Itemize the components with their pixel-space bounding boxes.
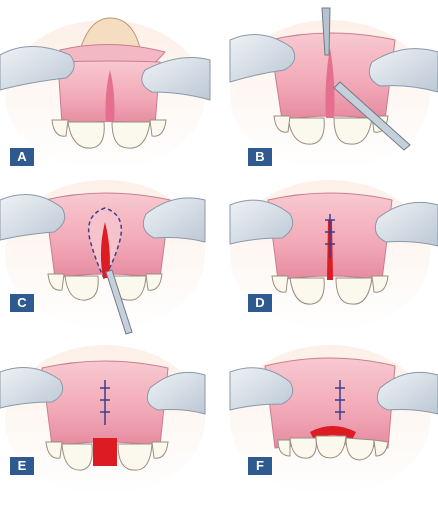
panel-c: [0, 180, 206, 335]
panel-label-e: E: [10, 457, 34, 475]
tooth: [333, 117, 373, 145]
right-finger: [142, 197, 206, 243]
tooth: [47, 273, 65, 291]
sutures: [335, 380, 345, 420]
left-finger: [229, 199, 294, 245]
left-finger: [0, 46, 75, 91]
tooth: [111, 121, 151, 149]
left-finger: [229, 367, 294, 411]
tooth: [273, 115, 291, 133]
tooth: [289, 277, 325, 305]
right-finger: [146, 371, 206, 415]
tooth: [149, 119, 167, 137]
panel-label-a: A: [10, 148, 34, 166]
tooth: [287, 117, 325, 145]
panel-d: [229, 180, 438, 330]
frenum: [325, 48, 335, 118]
wound: [100, 222, 110, 278]
tooth: [335, 277, 373, 305]
hemostat-icon: [321, 7, 331, 56]
right-finger: [376, 371, 438, 415]
right-finger: [374, 201, 438, 247]
tooth: [371, 275, 389, 293]
sutures: [100, 380, 110, 425]
tooth: [271, 275, 289, 293]
scalpel-icon: [105, 269, 133, 335]
sutures: [325, 214, 335, 258]
panel-label-f: F: [248, 457, 272, 475]
panel-label-d: D: [248, 294, 272, 312]
left-finger: [0, 367, 64, 409]
tooth: [117, 443, 153, 471]
tooth: [64, 275, 99, 301]
right-finger: [368, 48, 438, 93]
tooth: [145, 273, 163, 291]
scalpel-icon: [333, 81, 411, 151]
right-finger: [141, 57, 211, 101]
panel-e: [0, 345, 206, 495]
tooth: [345, 437, 375, 461]
panel-a: [0, 17, 211, 170]
tooth: [67, 121, 105, 149]
frenum: [105, 70, 115, 122]
tooth: [61, 443, 93, 471]
tooth: [151, 441, 169, 459]
tooth: [315, 435, 347, 459]
panel-label-c: C: [10, 294, 34, 312]
tooth: [373, 439, 389, 457]
panel-b: [229, 7, 438, 170]
left-finger: [229, 34, 296, 83]
panel-f: [229, 345, 438, 495]
wound: [93, 438, 117, 466]
tooth: [45, 441, 63, 459]
tooth: [277, 439, 291, 457]
panel-label-b: B: [248, 148, 272, 166]
left-finger: [0, 194, 66, 241]
tooth: [51, 119, 69, 137]
